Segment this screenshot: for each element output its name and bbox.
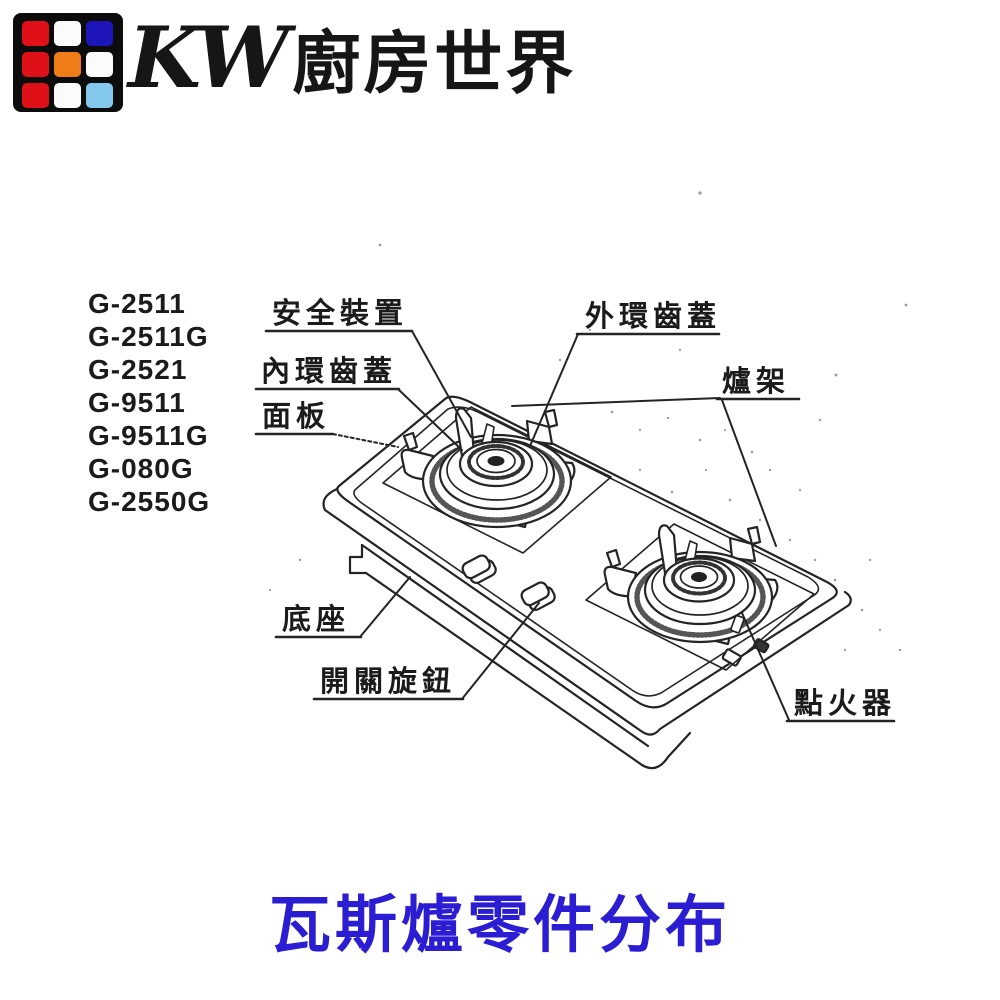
label-panel: 面板 [262,400,330,433]
label-inner-ring-cap: 內環齒蓋 [261,355,397,388]
logo-cell [86,52,113,77]
logo-cell [54,83,81,108]
label-safety-device: 安全裝置 [272,296,408,330]
leader-lines [332,330,790,721]
logo-cell [22,21,49,46]
burner-right [585,523,815,671]
control-knob-2 [520,581,556,611]
model-item: G-9511G [88,420,209,451]
brand-kw-text: KW [128,8,289,107]
logo-cell [54,21,81,46]
logo-cell [54,52,81,77]
burner-left [382,406,612,554]
model-item: G-080G [88,453,194,484]
page-title: 瓦斯爐零件分布 [268,891,731,960]
model-item: G-9511 [88,387,186,418]
model-item: G-2511 [88,288,186,319]
brand-wordmark: KW 廚房世界 [128,8,577,107]
panel-front-edge [322,487,852,736]
model-number-list: G-2511 G-2511G G-2521 G-9511 G-9511G G-0… [88,287,210,518]
brand-chinese-text: 廚房世界 [292,26,577,102]
brand-logo-grid-icon [13,13,123,112]
label-base: 底座 [282,602,350,636]
logo-cell [86,21,113,46]
model-item: G-2511G [88,321,209,352]
label-switch-knob: 開關旋鈕 [320,664,456,698]
logo-cell [22,83,49,108]
label-outer-ring-cap: 外環齒蓋 [585,300,721,333]
model-item: G-2521 [88,354,188,385]
label-underlines [254,329,896,723]
logo-cell [86,83,113,108]
control-knob-1 [461,554,497,584]
model-item: G-2550G [88,486,211,517]
logo-cell [22,52,49,77]
label-igniter: 點火器 [794,687,896,720]
label-rack: 爐架 [722,365,790,398]
igniter-pin [730,614,745,634]
